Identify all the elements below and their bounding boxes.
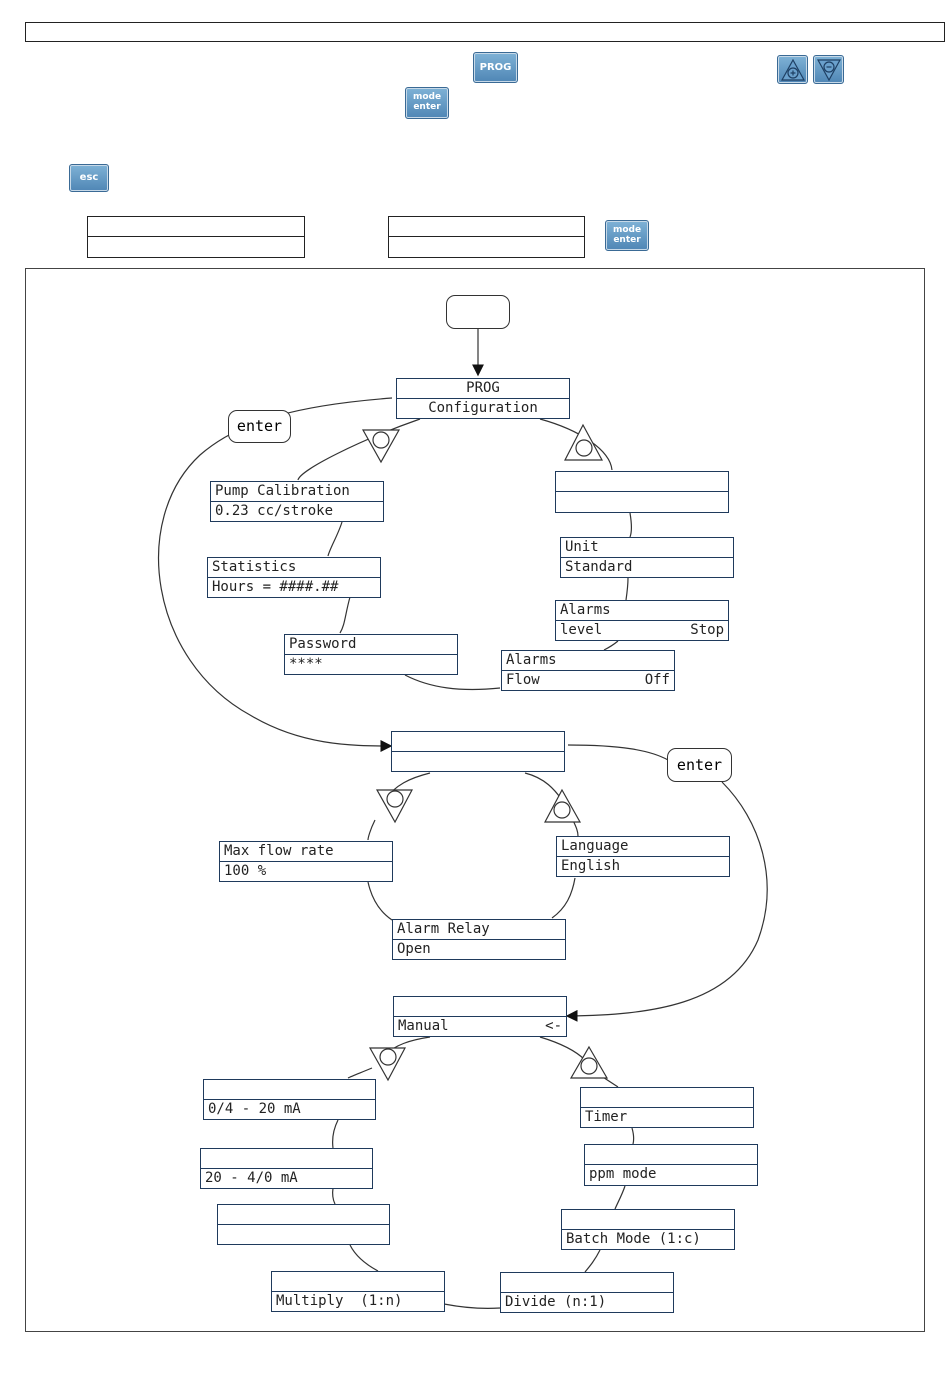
lcd-line: Open [397,940,431,957]
lcd-line: Alarm Relay [397,921,490,937]
lcd-example-left-line1 [88,217,304,237]
lcd-prog-configuration: PROG Configuration [396,378,570,419]
prog-key-icon: PROG [473,52,518,83]
lcd-line: Password [289,636,357,652]
lcd-line: Timer [585,1108,628,1125]
lcd-line: Standard [565,558,633,575]
down-arrow-key-icon [813,55,844,84]
lcd-line: **** [289,655,323,672]
lcd-blank-left [217,1204,390,1245]
enter-arc-right-upper [567,744,669,761]
lcd-line: Alarms [560,602,611,618]
lcd-max-flow-rate: Max flow rate 100 % [219,841,393,882]
lcd-example-right-line1 [389,217,584,237]
down-triangle-icon-3 [368,1047,406,1082]
lcd-line: 0/4 - 20 mA [208,1100,301,1117]
lcd-line: Multiply (1:n) [276,1292,403,1309]
lcd-line: 100 % [224,862,267,879]
mode-enter-key-icon: mode enter [405,87,449,119]
header-bar [25,22,945,42]
lcd-pump-calibration: Pump Calibration 0.23 cc/stroke [210,481,384,522]
down-triangle-icon [361,429,401,464]
lcd-line: Max flow rate [224,843,334,859]
enter-arc-right [565,781,768,1022]
lcd-line: 0.23 cc/stroke [215,502,334,519]
lcd-alarms-flow: Alarms Flow Off [501,650,675,691]
lcd-password: Password **** [284,634,458,675]
top-loop-left-upper [297,418,421,481]
lcd-line: Language [561,838,629,854]
lcd-line: Stop [690,621,724,638]
lcd-line: ppm mode [589,1166,657,1182]
lcd-line: PROG [466,380,500,396]
mode-key-label: mode [412,92,442,102]
lcd-line: Alarms [506,652,557,668]
lcd-unit: Unit Standard [560,537,734,578]
up-arrow-key-icon [777,55,808,84]
lcd-ma-4-20: 0/4 - 20 mA [203,1079,376,1120]
lcd-ma-20-4: 20 - 4/0 mA [200,1148,373,1189]
up-triangle-icon-2 [544,788,582,823]
enter-key-label: enter [413,102,441,112]
lcd-line: Pump Calibration [215,483,350,499]
lcd-line: Manual [398,1017,449,1034]
lcd-multiply: Multiply (1:n) [271,1271,445,1312]
lcd-line: Statistics [212,559,297,575]
down-triangle-icon-2 [375,789,413,824]
lcd-ppm-mode: ppm mode [584,1144,758,1186]
lcd-line: Divide (n:1) [505,1293,607,1310]
lcd-alarms-level: Alarms level Stop [555,600,729,641]
start-node [446,295,510,329]
lcd-example-right [388,216,585,258]
up-triangle-icon-3 [569,1045,609,1079]
lcd-divide: Divide (n:1) [500,1272,674,1313]
lcd-statistics: Statistics Hours = ####.## [207,557,381,598]
lcd-language: Language English [556,836,730,877]
lcd-line: Batch Mode (1:c) [566,1230,701,1247]
lcd-manual: Manual <- [393,996,567,1037]
menu-diagram-frame [25,268,925,1332]
mode-enter-key-icon-2: mode enter [605,220,649,251]
lcd-line: <- [545,1017,562,1034]
lcd-line: Hours = ####.## [212,578,339,595]
lcd-line: Unit [565,539,599,555]
lcd-batch-mode: Batch Mode (1:c) [561,1209,735,1250]
lcd-line: 20 - 4/0 mA [205,1169,298,1186]
lcd-blank-right [555,471,729,513]
lcd-example-left [87,216,305,258]
lcd-middle-center [391,731,565,772]
lcd-alarm-relay: Alarm Relay Open [392,919,566,960]
lcd-line: Configuration [428,399,538,416]
mode-key-label-2: mode [612,225,642,235]
enter-label-top: enter [228,410,291,443]
lcd-line: Flow [506,671,540,688]
lcd-line: Off [644,671,670,688]
lcd-timer: Timer [580,1087,754,1128]
esc-key-icon: esc [69,164,109,192]
lcd-line: English [561,857,621,874]
up-triangle-icon [564,423,604,461]
enter-label-middle: enter [667,748,732,782]
lcd-line: level [560,621,603,638]
enter-key-label-2: enter [613,235,641,245]
